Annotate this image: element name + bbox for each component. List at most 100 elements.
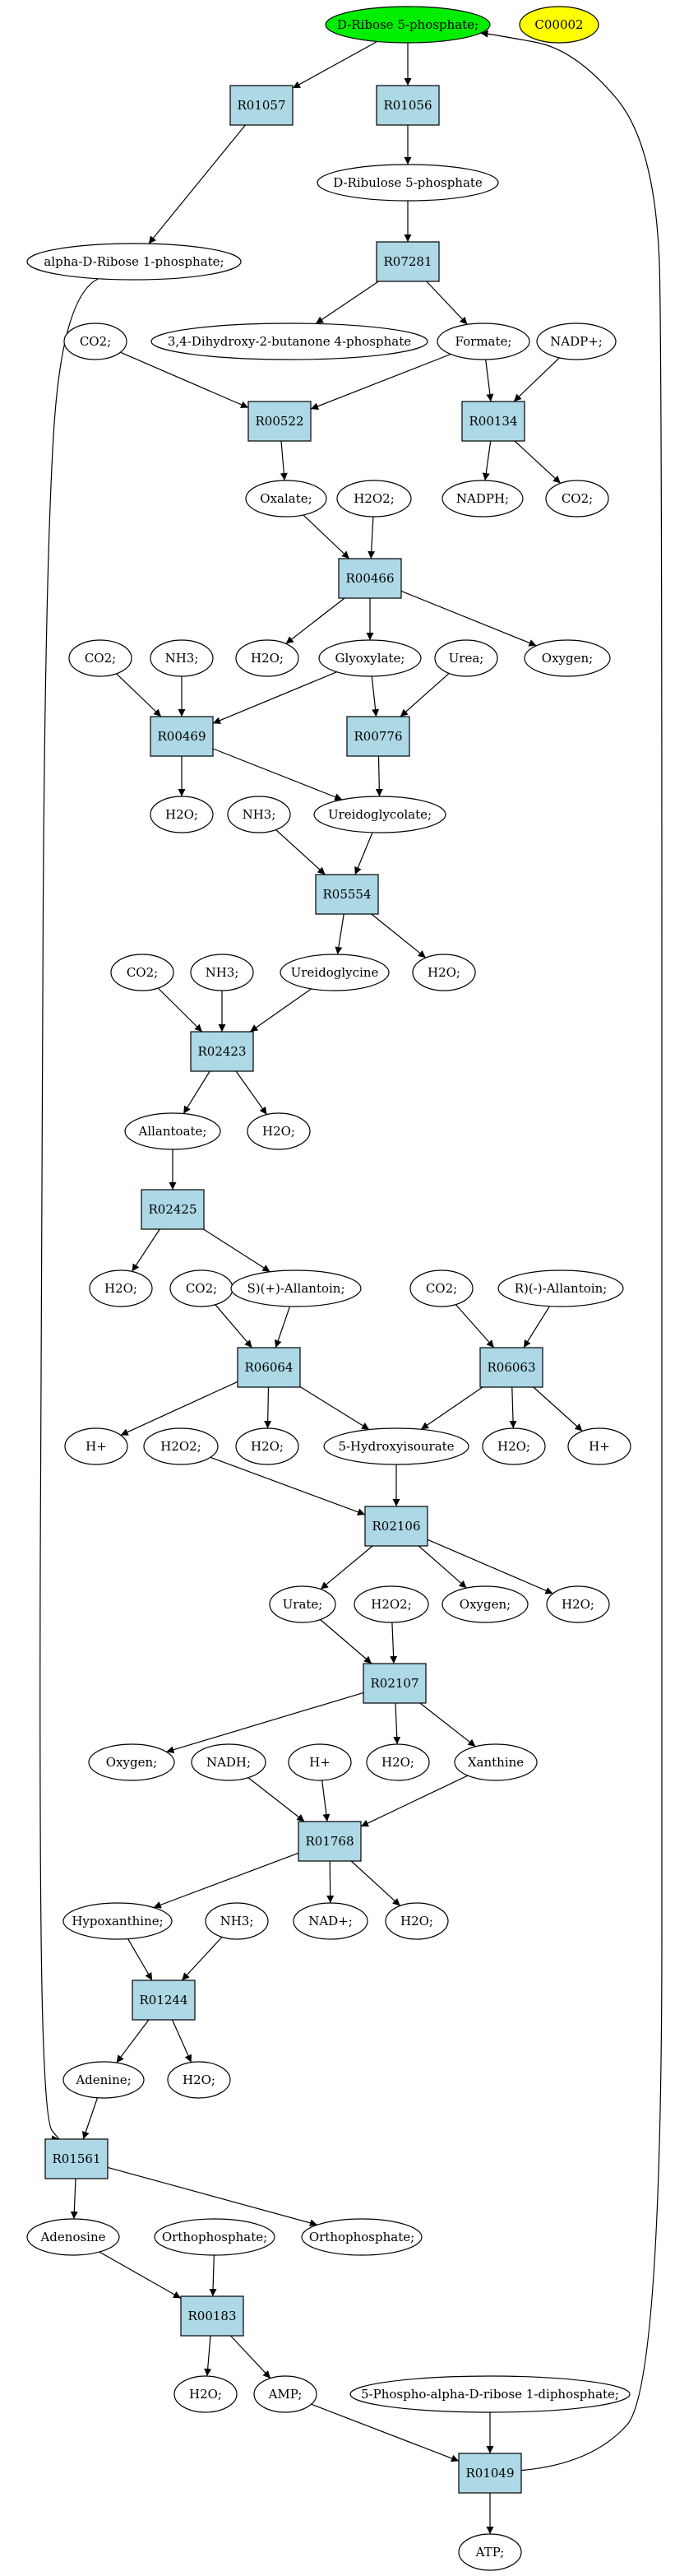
edge-nadh-to-r01768 [247, 1777, 305, 1822]
edge-r01768-to-h2o_j [350, 1860, 401, 1906]
compound-ellipse [545, 480, 609, 518]
node-label: Oxygen; [106, 1755, 157, 1770]
reaction-node-r01049: R01049 [458, 2453, 522, 2494]
compound-ellipse [26, 243, 242, 281]
compound-ellipse [235, 639, 299, 677]
reaction-node-r01057: R01057 [229, 85, 294, 126]
compound-node-co2_c: CO2; [68, 639, 132, 677]
reaction-node-r06064: R06064 [237, 1347, 301, 1388]
node-label: R06064 [244, 1360, 293, 1375]
compound-node-oxygen_b: Oxygen; [442, 1585, 529, 1623]
edge-r07281-to-dhb4p [315, 281, 379, 324]
node-label: R00466 [345, 571, 394, 586]
compound-ellipse [437, 323, 530, 360]
compound-ellipse [68, 639, 132, 677]
compound-node-formate: Formate; [437, 323, 530, 360]
edge-r01244-to-h2o_k [172, 2019, 192, 2063]
node-label: R00183 [187, 2309, 236, 2323]
reaction-box [363, 1663, 427, 1704]
node-label: ATP; [475, 2545, 505, 2560]
edge-r01768-to-nadplus [326, 1860, 335, 1904]
compound-ellipse [62, 1902, 173, 1940]
edge-ar1p-to-r01561 [39, 278, 99, 2140]
node-label: Ureidoglycine [291, 965, 379, 980]
compound-ellipse [313, 796, 446, 833]
edge-r06063-to-hplus_b [533, 1386, 583, 1432]
node-label: R01768 [305, 1834, 354, 1849]
edge-r00183-to-amp [230, 2335, 271, 2379]
node-label: R06063 [487, 1360, 535, 1375]
compound-node-h2o_e: H2O; [89, 1269, 153, 1307]
compound-node-nh3_d: NH3; [205, 1902, 269, 1940]
node-label: Orthophosphate; [309, 2230, 414, 2244]
edge-r00522-to-oxalate [280, 440, 288, 481]
compound-node-5hiu: 5-Hydroxyisourate [323, 1427, 469, 1465]
compound-ellipse [434, 639, 498, 677]
edge-urea-to-r00776 [400, 672, 450, 717]
compound-node-hplus_a: H+ [64, 1427, 128, 1465]
node-label: Orthophosphate; [162, 2230, 267, 2244]
reaction-box [338, 558, 402, 599]
node-label: 5-Phospho-alpha-D-ribose 1-diphosphate; [361, 2387, 619, 2402]
compound-ellipse [88, 1743, 175, 1781]
node-label: R01244 [139, 1993, 187, 2007]
edge-rib5p-to-r01057 [292, 40, 378, 89]
node-label: NAD+; [308, 1914, 353, 1929]
node-label: R00522 [255, 414, 303, 429]
compound-ellipse [454, 1743, 538, 1781]
compound-ellipse [336, 480, 412, 518]
compound-node-adenine: Adenine; [62, 2061, 145, 2099]
compound-node-xanthine: Xanthine [454, 1743, 538, 1781]
compound-node-h2o_l: H2O; [173, 2375, 238, 2413]
compound-node-co2_f: CO2; [409, 1269, 474, 1307]
compound-ellipse [227, 796, 291, 833]
edge-h2o2_a-to-r00466 [368, 516, 376, 559]
compound-node-h2o_h: H2O; [546, 1585, 610, 1623]
compound-node-co2_e: CO2; [169, 1269, 233, 1307]
reaction-node-r00134: R00134 [461, 401, 525, 442]
reaction-box [298, 1821, 362, 1862]
edge-co2_d-to-r02423 [157, 987, 203, 1033]
compound-node-h2o_d: H2O; [247, 1112, 311, 1150]
compound-ellipse [253, 2375, 317, 2413]
compound-ellipse [536, 323, 617, 360]
edge-hplus_c-to-r01768 [321, 1780, 331, 1822]
node-label: R01056 [383, 98, 432, 113]
edge-r05554-to-ureidoglycine [335, 913, 344, 955]
compound-node-sallantoin: S)(+)-Allantoin; [230, 1269, 362, 1307]
node-label: Urate; [283, 1597, 323, 1612]
compound-node-nh3_b: NH3; [227, 796, 291, 833]
compound-node-ribu5p: D-Ribulose 5-phosphate [317, 164, 499, 202]
reaction-box [141, 1189, 205, 1230]
reaction-node-r00469: R00469 [150, 716, 214, 757]
compound-node-h2o_g: H2O; [482, 1427, 546, 1465]
node-label: Glyoxylate; [335, 651, 405, 666]
edge-amp-to-r01049 [311, 2403, 460, 2462]
edge-r02423-to-allantoate [183, 1070, 210, 1114]
edge-r01768-to-hypoxanthine [153, 1852, 299, 1909]
compound-ellipse [546, 1585, 610, 1623]
reaction-node-r02107: R02107 [363, 1663, 427, 1704]
node-label: CO2; [85, 651, 116, 666]
reaction-node-r01244: R01244 [132, 1980, 196, 2021]
edge-r01057-to-ar1p [148, 124, 246, 244]
reaction-node-r02425: R02425 [141, 1189, 205, 1230]
node-label: NH3; [220, 1914, 254, 1929]
reaction-box [132, 1980, 196, 2021]
compound-ellipse [458, 2533, 522, 2571]
reaction-box [237, 1347, 301, 1388]
reaction-node-r00776: R00776 [346, 716, 410, 757]
node-label: R05554 [322, 887, 371, 902]
compound-ellipse [190, 954, 254, 991]
edge-formate-to-r00134 [485, 359, 494, 402]
compound-node-urate: Urate; [269, 1585, 336, 1623]
compound-ellipse [323, 1427, 469, 1465]
compound-ellipse [412, 954, 476, 991]
node-label: Adenine; [75, 2072, 131, 2087]
compound-node-h2o_f: H2O; [235, 1427, 299, 1465]
node-label: CO2; [186, 1281, 217, 1296]
compound-ellipse [191, 1743, 266, 1781]
edge-r07281-to-formate [426, 281, 468, 325]
compound-ellipse [301, 2218, 423, 2256]
